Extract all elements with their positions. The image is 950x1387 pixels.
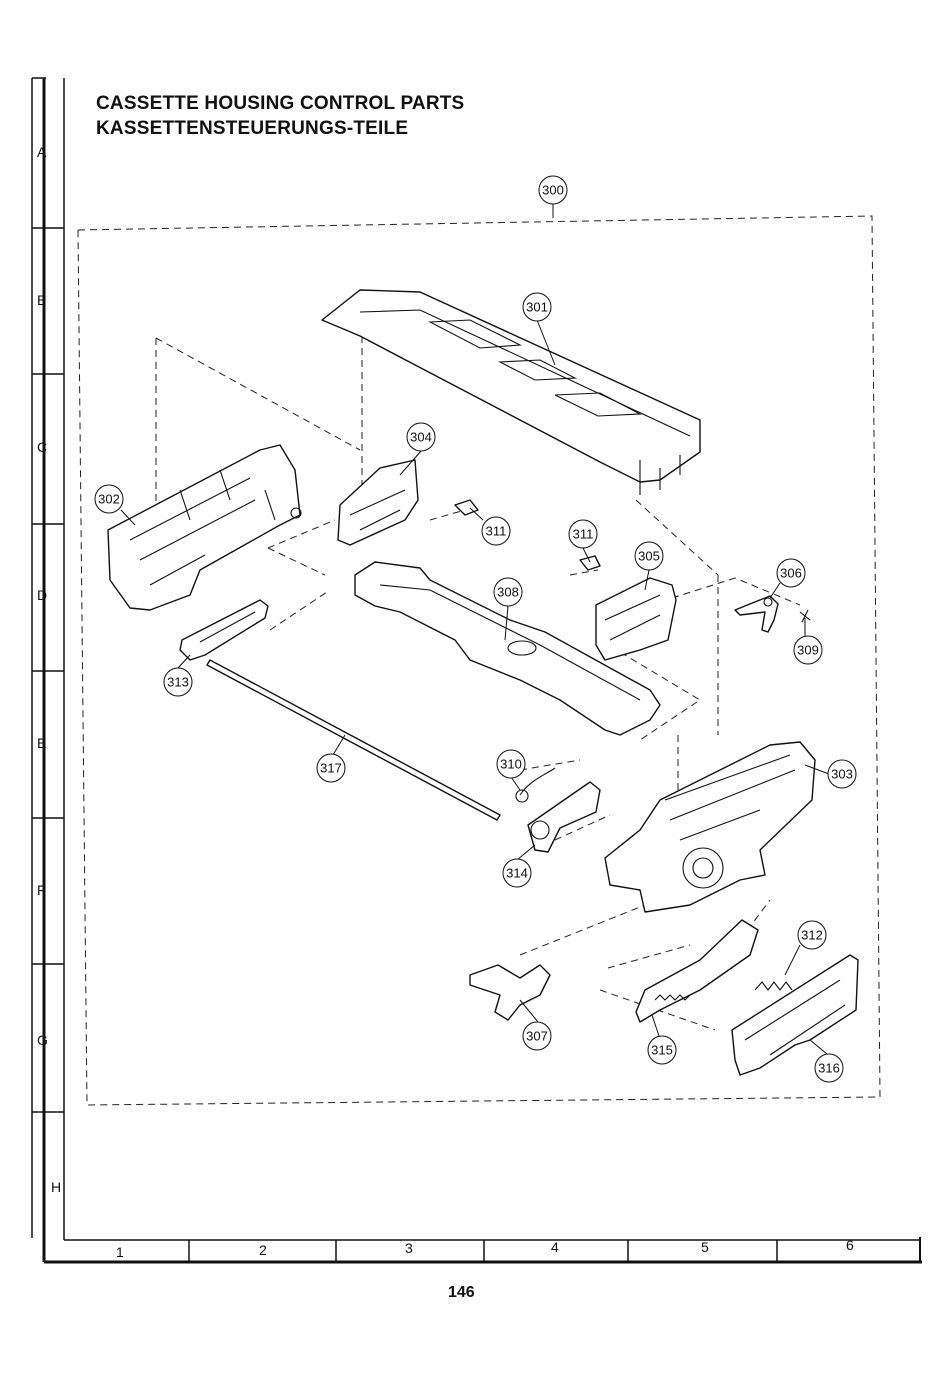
callout-311: 311: [569, 520, 597, 548]
svg-text:306: 306: [780, 566, 802, 581]
callout-314: 314: [503, 859, 531, 887]
grid-row-label: D: [37, 587, 47, 603]
part-313-rack: [180, 600, 268, 660]
callout-311: 311: [482, 517, 510, 545]
svg-text:313: 313: [167, 675, 189, 690]
grid-column-label: 4: [551, 1239, 559, 1255]
grid-row-label: A: [37, 144, 47, 160]
callout-302: 302: [95, 485, 123, 513]
part-303-right-housing: [605, 742, 815, 912]
grid-row-label: F: [37, 882, 46, 898]
part-312-spring: [755, 982, 792, 990]
grid-row-label: C: [37, 439, 47, 455]
frame: [32, 78, 922, 1262]
part-306-lever: [735, 596, 778, 632]
part-315-slider: [636, 920, 758, 1022]
callout-315: 315: [648, 1036, 676, 1064]
grid-column-label: 3: [405, 1240, 413, 1256]
callout-307: 307: [523, 1022, 551, 1050]
grid-row-label: B: [37, 292, 46, 308]
part-307-lever: [470, 965, 550, 1020]
svg-text:301: 301: [526, 300, 548, 315]
callout-312: 312: [798, 921, 826, 949]
callout-300: 300: [539, 176, 567, 204]
grid-row-label: G: [37, 1032, 48, 1048]
part-304-upper-bracket: [338, 460, 418, 545]
grid-column-label: 2: [259, 1242, 267, 1258]
callout-306: 306: [777, 559, 805, 587]
svg-text:302: 302: [98, 492, 120, 507]
callout-303: 303: [828, 760, 856, 788]
svg-text:310: 310: [500, 757, 522, 772]
grid-column-label: 6: [846, 1237, 854, 1253]
grid-row-labels: A B C D E F G H: [37, 144, 61, 1195]
part-316-plate: [732, 955, 858, 1075]
callout-313: 313: [164, 668, 192, 696]
callout-316: 316: [815, 1054, 843, 1082]
page-number: 146: [448, 1284, 475, 1302]
svg-text:307: 307: [526, 1029, 548, 1044]
svg-text:317: 317: [320, 761, 342, 776]
svg-text:312: 312: [801, 928, 823, 943]
callout-301: 301: [523, 293, 551, 321]
part-314-gear-lever: [528, 782, 600, 852]
part-301-top-plate: [322, 290, 700, 495]
svg-text:303: 303: [831, 767, 853, 782]
svg-text:316: 316: [818, 1061, 840, 1076]
svg-text:315: 315: [651, 1043, 673, 1058]
callout-310: 310: [497, 750, 525, 778]
grid-row-label: H: [51, 1179, 61, 1195]
part-317-rod: [207, 660, 500, 820]
svg-text:311: 311: [486, 524, 507, 539]
callout-308: 308: [494, 578, 522, 606]
svg-text:314: 314: [506, 866, 528, 881]
callout-317: 317: [317, 754, 345, 782]
grid-column-label: 5: [701, 1239, 709, 1255]
svg-text:309: 309: [797, 643, 819, 658]
part-302-left-bracket: [108, 445, 301, 610]
callout-305: 305: [635, 542, 663, 570]
svg-text:308: 308: [497, 585, 519, 600]
callout-309: 309: [794, 636, 822, 664]
svg-text:311: 311: [573, 527, 594, 542]
grid-column-label: 1: [116, 1244, 124, 1260]
callout-304: 304: [407, 423, 435, 451]
svg-text:305: 305: [638, 549, 660, 564]
part-305-right-bracket: [596, 578, 676, 660]
svg-text:304: 304: [410, 430, 432, 445]
svg-text:300: 300: [542, 183, 564, 198]
grid-row-label: E: [37, 735, 46, 751]
